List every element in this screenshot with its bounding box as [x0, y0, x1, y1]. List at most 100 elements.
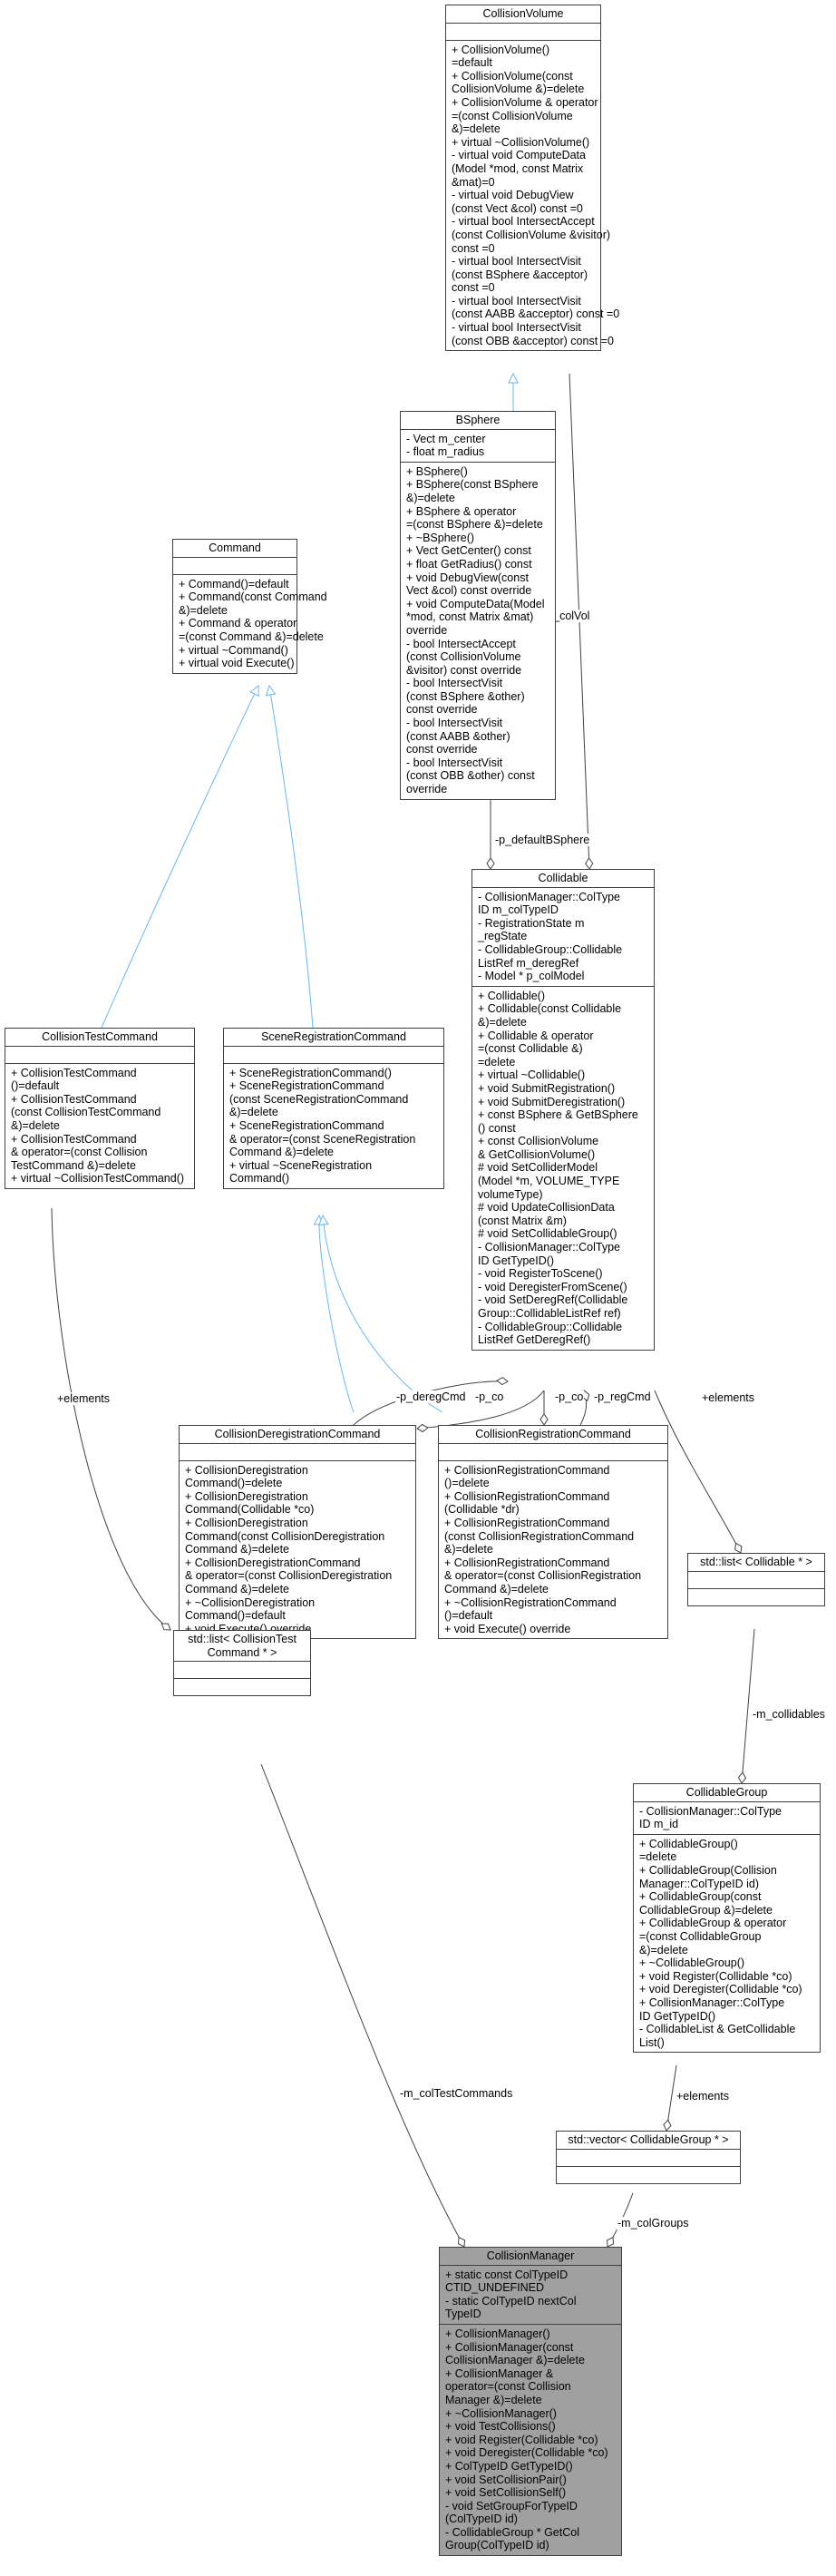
method-line: + void SetCollisionSelf(): [445, 2486, 567, 2500]
method-line: (const AABB &acceptor) const =0: [452, 307, 620, 321]
method-line: + CollisionDeregistration: [185, 1516, 308, 1529]
method-line: # void UpdateCollisionData: [478, 1201, 615, 1215]
method-line: + CollidableGroup(const: [639, 1890, 762, 1904]
methods-compartment: + Command()=default+ Command(const Comma…: [173, 575, 327, 673]
inherit-collisiontestcommand-command: [101, 686, 258, 1029]
methods-compartment: [688, 1589, 824, 1605]
method-line: # void SetColliderModel: [478, 1161, 598, 1175]
class-collisionderegistrationcommand[interactable]: CollisionDeregistrationCommand+ Collisio…: [179, 1425, 416, 1640]
class-std-vector-collidablegroup[interactable]: std::vector< CollidableGroup * >: [556, 2131, 741, 2184]
method-line: - virtual bool IntersectVisit: [452, 294, 581, 307]
method-line: + Command()=default: [179, 577, 289, 590]
method-line: + void Execute() override: [444, 1622, 571, 1635]
class-title: BSphere: [401, 412, 555, 430]
method-line: const override: [406, 703, 478, 717]
method-line: - void SetGroupForTypeID: [445, 2499, 578, 2513]
attribute-line: - Model * p_colModel: [478, 970, 585, 983]
method-line: (const SceneRegistrationCommand: [229, 1092, 409, 1106]
method-line: + CollisionRegistrationCommand: [444, 1556, 610, 1569]
method-line: (const CollisionVolume: [406, 650, 521, 664]
assoc-p_co-dereg: [416, 1390, 545, 1433]
method-line: + ColTypeID GetTypeID(): [445, 2459, 573, 2473]
attribute-line: ID m_colTypeID: [478, 903, 559, 917]
method-line: &)=delete: [11, 1118, 60, 1132]
methods-compartment: + CollidableGroup()=delete+ CollidableGr…: [634, 1835, 820, 2053]
method-line: + CollidableGroup(): [639, 1837, 738, 1850]
method-line: + Collidable(): [478, 989, 545, 1002]
label-elements-collidable: +elements: [701, 1391, 756, 1404]
method-line: + const CollisionVolume: [478, 1135, 599, 1148]
method-line: + CollisionDeregistration: [185, 1463, 308, 1477]
attribute-line: - Vect m_center: [406, 432, 486, 445]
assoc-m_colTestCommands: [260, 1763, 466, 2248]
attributes-compartment: [439, 1444, 667, 1461]
method-line: + ~CollidableGroup(): [639, 1956, 745, 1970]
method-line: - virtual bool IntersectVisit: [452, 321, 581, 335]
method-line: + void Register(Collidable *co): [639, 1969, 792, 1983]
method-line: + CollidableGroup & operator: [639, 1917, 787, 1930]
method-line: - virtual bool IntersectAccept: [452, 215, 595, 229]
method-line: + BSphere(const BSphere: [406, 478, 539, 492]
attributes-compartment: [5, 1047, 194, 1064]
method-line: & GetCollisionVolume(): [478, 1147, 596, 1161]
methods-compartment: + CollisionManager()+ CollisionManager(c…: [440, 2325, 621, 2555]
attribute-line: CTID_UNDEFINED: [445, 2281, 545, 2295]
method-line: + CollisionManager &: [445, 2366, 554, 2380]
inherit-deregistration-sceneregistration: [319, 1215, 355, 1413]
class-sceneregistrationcommand[interactable]: SceneRegistrationCommand+ SceneRegistrat…: [223, 1028, 444, 1189]
method-line: + virtual void Execute(): [179, 657, 295, 670]
method-line: volumeType): [478, 1187, 543, 1201]
methods-compartment: [174, 1679, 310, 1695]
method-line: =(const Command &)=delete: [179, 629, 324, 643]
method-line: =default: [452, 56, 492, 70]
attributes-compartment: [180, 1444, 415, 1461]
class-collisiontestcommand[interactable]: CollisionTestCommand+ CollisionTestComma…: [5, 1028, 195, 1189]
method-line: + Command & operator: [179, 617, 297, 630]
method-line: + CollidableGroup(Collision: [639, 1863, 777, 1877]
method-line: &)=delete: [406, 491, 455, 504]
method-line: + Vect GetCenter() const: [406, 544, 531, 558]
class-title: Collidable: [472, 870, 654, 888]
method-line: + BSphere & operator: [406, 504, 517, 518]
methods-compartment: + CollisionTestCommand()=default+ Collis…: [5, 1064, 194, 1188]
method-line: const =0: [452, 241, 495, 255]
method-line: &)=delete: [639, 1943, 688, 1956]
class-std-list-collidable[interactable]: std::list< Collidable * >: [687, 1553, 825, 1606]
method-line: operator=(const Collision: [445, 2380, 571, 2394]
method-line: Command()=default: [185, 1609, 286, 1623]
method-line: (const CollisionTestCommand: [11, 1106, 161, 1119]
attribute-line: ListRef m_deregRef: [478, 956, 579, 970]
method-line: - CollisionManager::ColType: [478, 1241, 621, 1254]
class-collisionmanager[interactable]: CollisionManager+ static const ColTypeID…: [439, 2247, 622, 2557]
method-line: & operator=(const SceneRegistration: [229, 1132, 416, 1146]
method-line: + BSphere(): [406, 464, 468, 478]
methods-compartment: + CollisionVolume()=default+ CollisionVo…: [446, 41, 620, 351]
method-line: + CollisionRegistrationCommand: [444, 1489, 610, 1503]
method-line: =(const BSphere &)=delete: [406, 518, 543, 532]
method-line: (ColTypeID id): [445, 2513, 518, 2526]
method-line: + CollisionTestCommand: [11, 1066, 137, 1079]
class-command[interactable]: Command+ Command()=default+ Command(cons…: [172, 539, 327, 674]
attribute-line: + static const ColTypeID: [445, 2268, 569, 2281]
label-m_colGroups: -m_colGroups: [617, 2217, 690, 2230]
inherit-registration-sceneregistration: [323, 1215, 443, 1413]
class-title: SceneRegistrationCommand: [224, 1029, 443, 1047]
label-p_regCmd: -p_regCmd: [593, 1390, 652, 1403]
label-p_defaultBSphere: -p_defaultBSphere: [494, 834, 591, 846]
label-p_co-reg: -p_co: [554, 1390, 585, 1403]
method-line: (const BSphere &acceptor): [452, 268, 588, 281]
attributes-compartment: [174, 1662, 310, 1680]
attribute-line: - RegistrationState m: [478, 916, 585, 930]
class-collisionvolume[interactable]: CollisionVolume+ CollisionVolume()=defau…: [445, 5, 620, 352]
method-line: ID GetTypeID(): [639, 2009, 716, 2023]
methods-compartment: [557, 2167, 740, 2183]
method-line: Command(Collidable *co): [185, 1503, 315, 1517]
class-bsphere[interactable]: BSphere- Vect m_center- float m_radius+ …: [400, 411, 556, 800]
class-collisionregistrationcommand[interactable]: CollisionRegistrationCommand+ CollisionR…: [438, 1425, 668, 1640]
class-collidablegroup[interactable]: CollidableGroup- CollisionManager::ColTy…: [633, 1783, 821, 2054]
